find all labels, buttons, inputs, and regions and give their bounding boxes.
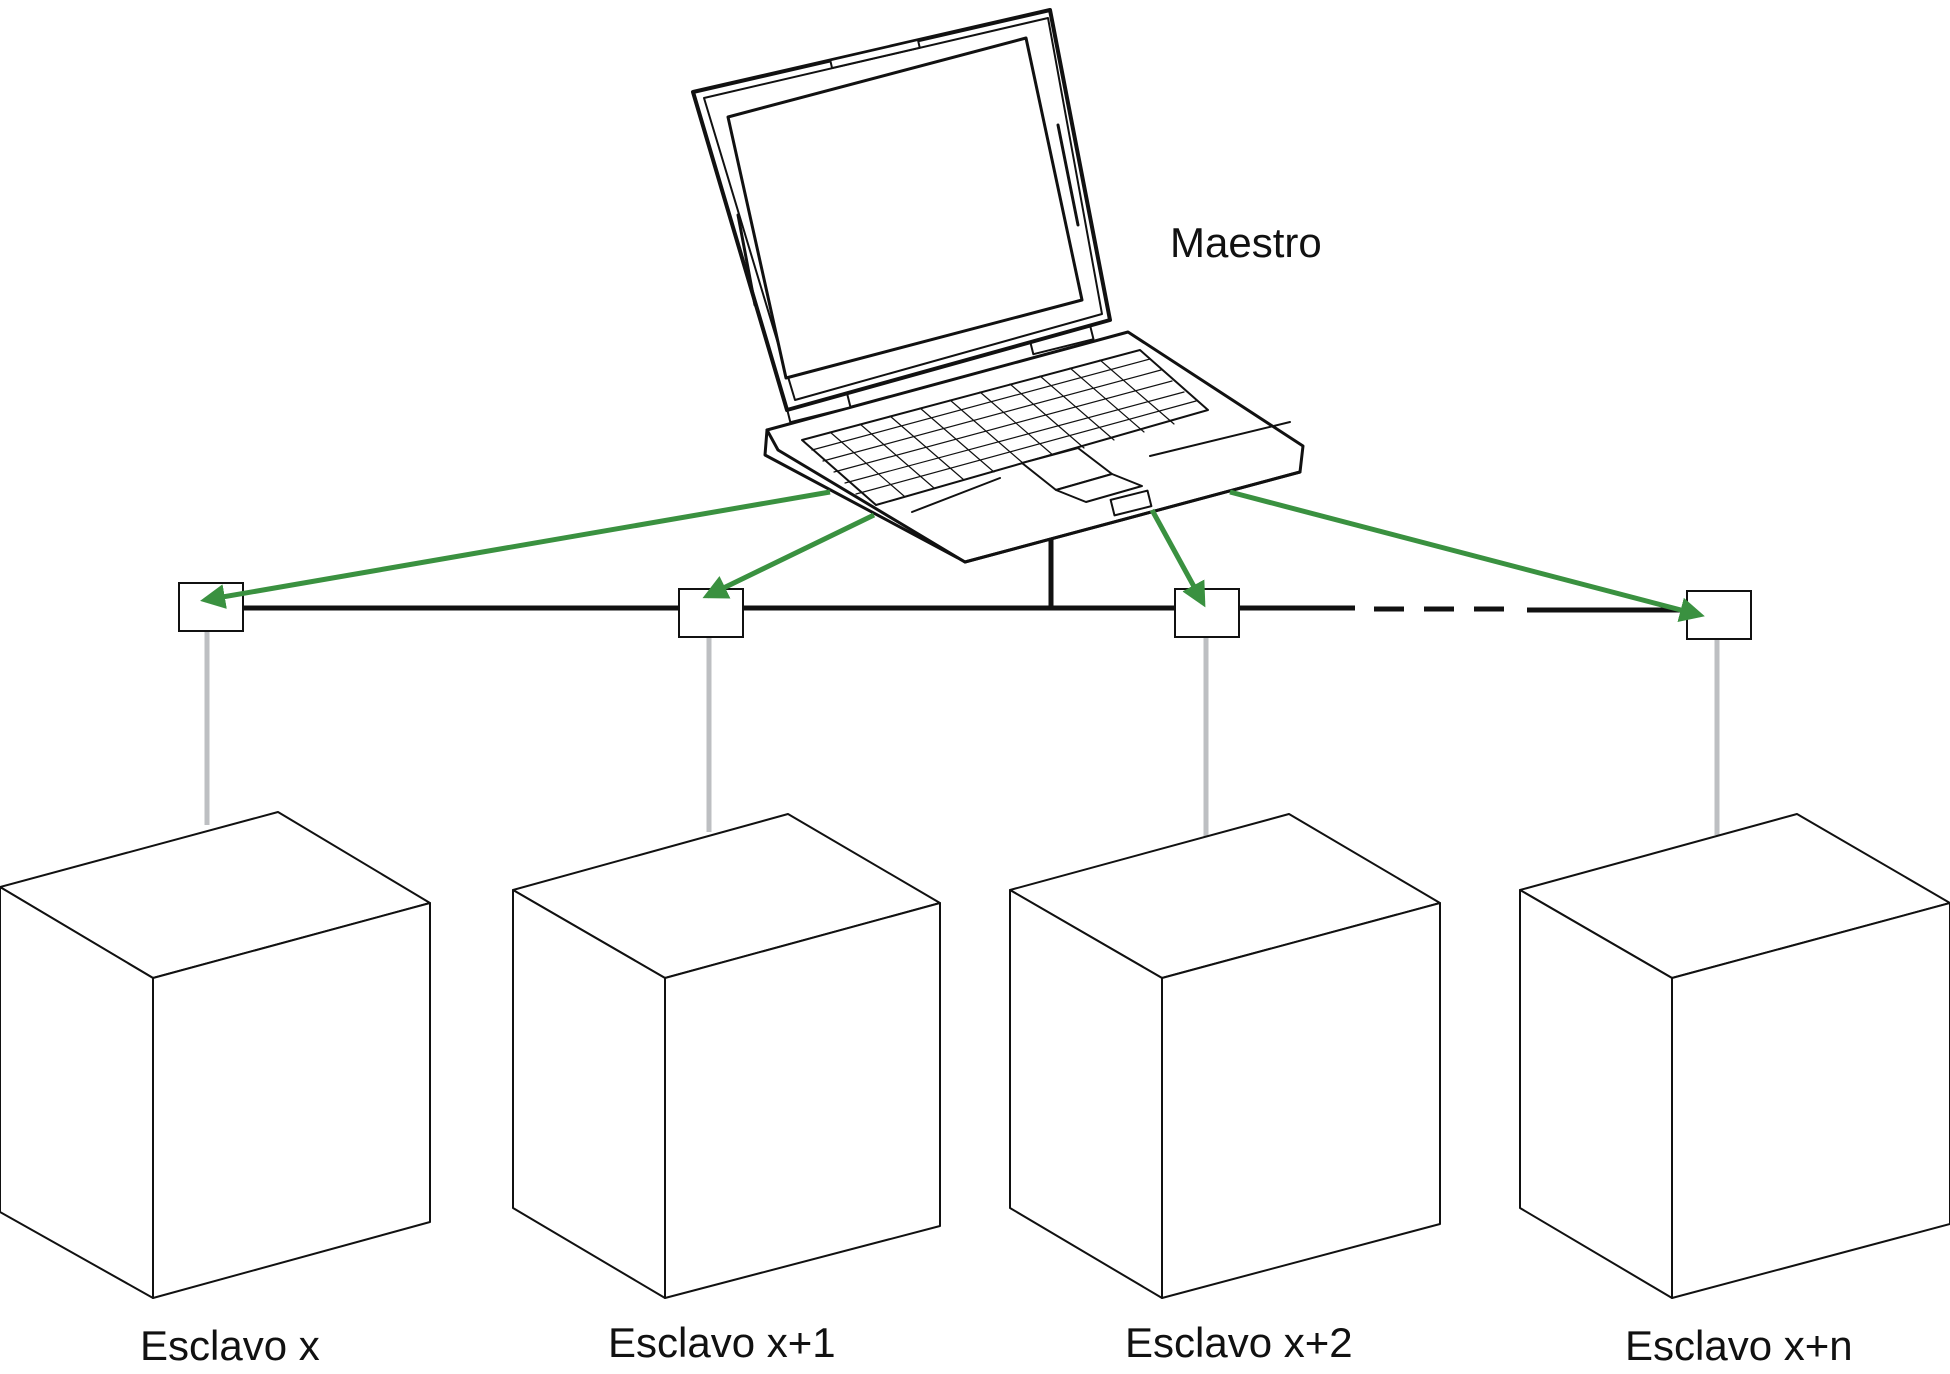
bus-node bbox=[1174, 588, 1240, 638]
slave-label: Esclavo x bbox=[140, 1322, 320, 1369]
arrow-to-slave-1 bbox=[702, 512, 876, 599]
arrow-to-slave-2 bbox=[1149, 508, 1206, 608]
slave-device-0 bbox=[0, 811, 431, 1299]
laptop-icon bbox=[691, 8, 1305, 564]
cube-icon bbox=[0, 811, 431, 1299]
slave-label: Esclavo x+1 bbox=[608, 1319, 836, 1366]
bus-node bbox=[178, 582, 244, 632]
slave-device-3 bbox=[1519, 813, 1950, 1299]
cube-icon bbox=[512, 813, 941, 1299]
drop-lines bbox=[204, 632, 1720, 838]
master-laptop bbox=[691, 8, 1305, 564]
slave-label: Esclavo x+n bbox=[1625, 1322, 1853, 1369]
arrow-to-slave-3 bbox=[1229, 489, 1705, 623]
cube-icon bbox=[1009, 813, 1441, 1299]
bus-nodes bbox=[178, 582, 1752, 640]
data-arrows bbox=[200, 489, 1705, 623]
arrow-to-slave-0 bbox=[200, 489, 831, 609]
cube-icon bbox=[1519, 813, 1950, 1299]
bus-line bbox=[244, 534, 1686, 613]
slave-device-2 bbox=[1009, 813, 1441, 1299]
slave-device-1 bbox=[512, 813, 941, 1299]
master-label: Maestro bbox=[1170, 219, 1322, 266]
slave-label: Esclavo x+2 bbox=[1125, 1319, 1353, 1366]
